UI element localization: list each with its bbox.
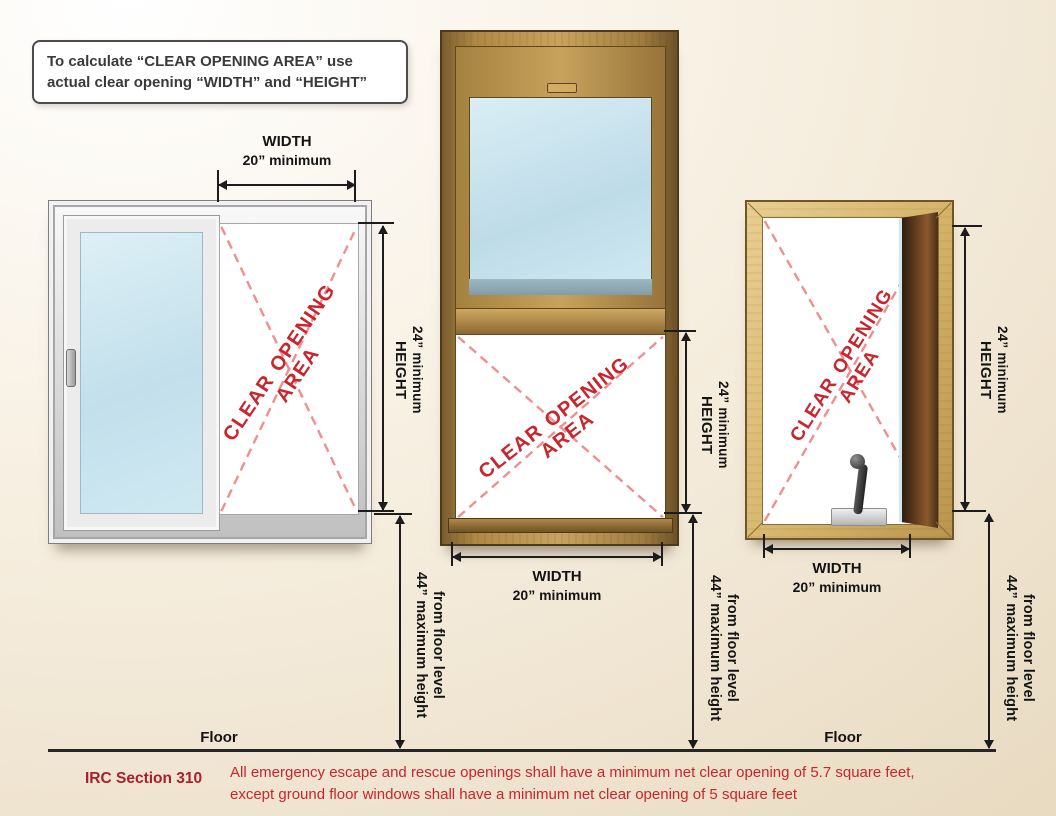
irc-section-text: All emergency escape and rescue openings…	[230, 762, 1030, 806]
clear-opening-area: CLEAR OPENING AREA	[455, 334, 666, 520]
height-arrow	[378, 225, 388, 511]
glass-bottom-strip	[469, 279, 652, 295]
crank-knob	[850, 454, 865, 469]
check-rail	[455, 308, 666, 336]
height-arrow	[960, 227, 970, 511]
height-title: HEIGHT	[698, 395, 715, 455]
casement-window: CLEAR OPENING AREA	[745, 200, 954, 540]
extension-line	[661, 542, 663, 566]
max-height-line-1: 44” maximum height	[413, 571, 429, 719]
floor-label-left: Floor	[200, 729, 238, 746]
height-title: HEIGHT	[977, 340, 994, 400]
width-label: WIDTH 20” minimum	[467, 568, 647, 604]
floor-line	[48, 749, 996, 752]
width-label: WIDTH 20” minimum	[747, 560, 927, 596]
double-hung-window: CLEAR OPENING AREA	[440, 30, 679, 546]
extension-line	[909, 534, 911, 558]
open-sash	[899, 212, 938, 528]
upper-sash	[455, 46, 666, 310]
extension-line	[374, 513, 412, 515]
instruction-line-2: actual clear opening “WIDTH” and “HEIGHT…	[47, 74, 368, 91]
width-minimum: 20” minimum	[792, 579, 882, 595]
max-height-line-2: from floor level	[1020, 594, 1036, 702]
sash-lift	[546, 83, 577, 93]
max-height-line-2: from floor level	[724, 594, 740, 702]
width-arrow	[764, 544, 910, 554]
clear-opening-x-lines	[456, 335, 665, 519]
width-label: WIDTH 20” minimum	[197, 133, 377, 169]
window-sill	[448, 518, 673, 533]
max-height-arrow	[395, 515, 405, 749]
extension-line	[358, 222, 394, 224]
width-arrow	[218, 180, 356, 190]
height-label: HEIGHT 24” minimum	[698, 350, 731, 500]
height-arrow	[681, 332, 691, 513]
max-height-line-1: 44” maximum height	[1003, 574, 1019, 722]
height-minimum: 24” minimum	[716, 381, 731, 469]
sliding-window: CLEAR OPENING AREA	[48, 200, 372, 544]
width-minimum: 20” minimum	[242, 152, 332, 168]
extension-line	[664, 512, 702, 514]
glass-pane	[469, 97, 652, 281]
width-title: WIDTH	[532, 568, 582, 585]
irc-text-line-1: All emergency escape and rescue openings…	[230, 764, 915, 781]
floor-label-right: Floor	[824, 729, 862, 746]
max-height-line-2: from floor level	[430, 591, 446, 699]
height-label: HEIGHT 24” minimum	[392, 295, 425, 445]
max-height-label: 44” maximum height from floor level	[706, 548, 740, 748]
max-height-arrow	[984, 513, 994, 749]
height-title: HEIGHT	[392, 340, 409, 400]
max-height-line-1: 44” maximum height	[707, 574, 723, 722]
sliding-glass-sash	[63, 215, 220, 531]
extension-line	[952, 225, 982, 227]
width-title: WIDTH	[812, 560, 862, 577]
extension-line	[664, 330, 696, 332]
instruction-box: To calculate “CLEAR OPENING AREA” use ac…	[32, 40, 408, 104]
irc-text-line-2: except ground floor windows shall have a…	[230, 786, 797, 803]
glass-pane	[80, 232, 203, 514]
instruction-line-1: To calculate “CLEAR OPENING AREA” use	[47, 53, 353, 70]
window-handle	[66, 349, 76, 387]
clear-opening-area: CLEAR OPENING AREA	[219, 223, 359, 515]
width-minimum: 20” minimum	[512, 587, 602, 603]
height-minimum: 24” minimum	[410, 326, 425, 414]
height-label: HEIGHT 24” minimum	[977, 295, 1010, 445]
extension-line	[358, 510, 394, 512]
irc-section-label: IRC Section 310	[85, 770, 203, 787]
width-title: WIDTH	[262, 133, 312, 150]
height-minimum: 24” minimum	[995, 326, 1010, 414]
max-height-arrow	[688, 514, 698, 749]
max-height-label: 44” maximum height from floor level	[1002, 548, 1036, 748]
max-height-label: 44” maximum height from floor level	[412, 545, 446, 745]
clear-opening-x-lines	[220, 224, 358, 514]
width-arrow	[452, 552, 662, 562]
extension-line	[952, 510, 986, 512]
